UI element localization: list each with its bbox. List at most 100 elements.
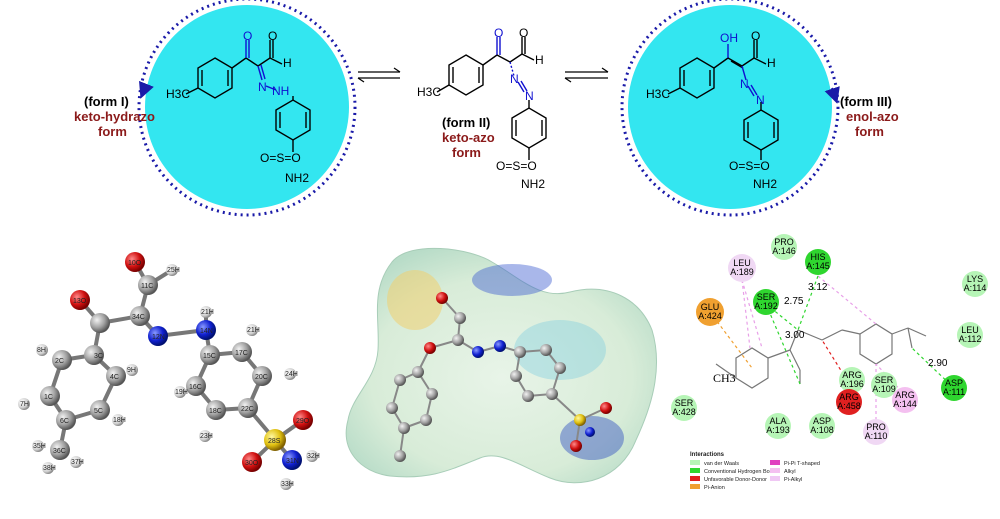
distance-label: 3.12 [808,282,828,293]
hydrogen-atom [42,462,54,474]
atom-label: 13O [73,298,87,305]
ligand-2d [715,323,927,389]
hydrogen-atom [36,344,48,356]
atom-oh: OH [720,31,738,45]
atom-label: 23H [200,433,213,440]
atom-label: 31N [286,458,299,465]
hydrogen-atom [70,456,82,468]
atom-n: N [510,72,519,86]
atom-label: 33H [281,481,294,488]
residue-node [765,413,791,439]
negative-region [387,270,443,330]
atom-n: N [525,89,534,103]
atom-ch3: H3C [417,85,441,99]
atom-o: O [243,29,252,43]
carbon-atom [510,370,522,382]
legend-swatch [770,460,780,465]
atom-label: 18C [209,408,222,415]
atom-label: 35H [33,443,46,450]
sulfur-atom [574,414,586,426]
oxygen-atom [293,410,313,430]
hydrogen-atom [32,440,44,452]
legend-label: Conventional Hydrogen Bond [704,469,776,475]
residue-node [671,395,697,421]
atom-label: 14N [200,328,213,335]
carbon-atom [452,334,464,346]
legend-swatch [690,460,700,465]
carbon-atom [200,345,220,365]
rotation-arrow [139,80,154,99]
atom-label: 22C [241,406,254,413]
form-name: (form III) [840,94,892,109]
atom-label: 17C [235,350,248,357]
highlight-circle [628,5,832,209]
atom-o-sulfonyl: O=S=O [729,159,770,173]
distance-label: 2.90 [928,358,948,369]
carbon-atom [398,422,410,434]
legend-swatch [770,476,780,481]
hydrogen-atom [18,398,30,410]
legend-label: van der Waals [704,461,739,467]
carbon-atom [540,344,552,356]
oxygen-atom [70,290,90,310]
nitrogen-atom [148,326,168,346]
atom-label: 37H [71,459,84,466]
carbon-atom [412,366,424,378]
distance-label: 3.00 [785,330,805,341]
atom-o-sulfonyl: O=S=O [496,159,537,173]
distance-labels: 2.75 3.12 3.00 2.90 [784,282,948,369]
form-name: (form I) [84,94,129,109]
atom-label: 4C [110,374,119,381]
nitrogen-atom [585,427,595,437]
oxygen-atom [600,402,612,414]
atom-o: O [519,26,528,40]
legend-swatch [690,484,700,489]
carbon-atom [90,400,110,420]
atom-label: 28S [268,438,281,445]
carbon-atom [252,366,272,386]
legend-label: Pi-Pi T-shaped [784,461,820,467]
dotted-ring [137,0,357,217]
carbon-atom [186,376,206,396]
residue-node [836,389,862,415]
legend-label: Pi-Alkyl [784,477,802,483]
ball-stick-model: 11C 34C 3C 2C 4C 1C 5C 6C 36C 12N 14N 15… [18,252,320,490]
atom-ch3: H3C [166,87,190,101]
hydrogen-atom [280,478,292,490]
atom-label: 11C [141,283,153,290]
mep-carbons [386,312,566,462]
atom-label: 5C [94,408,103,415]
atom-nh2: NH2 [521,177,545,191]
carbon-atom [420,414,432,426]
legend: Interactions van der Waals Conventional … [690,452,820,491]
residue-node [962,271,988,297]
carbon-atom [554,362,566,374]
atom-nh: NH [272,84,289,98]
atom-label: 2C [55,358,64,365]
carbon-atom [130,306,150,326]
atom-label: 7H [20,401,29,408]
atom-o-sulfonyl: O=S=O [260,151,301,165]
dotted-ring [620,0,840,217]
atom-nh2: NH2 [285,171,309,185]
legend-swatch [690,468,700,473]
residue-node [696,298,724,326]
atom-label: 12N [152,334,165,341]
residue-node [809,413,835,439]
carbon-atom [138,275,158,295]
equilibrium-arrow-2 [564,67,609,83]
legend-swatch [770,468,780,473]
residue-node [728,254,756,282]
hydrogen-atom [200,306,212,318]
structure-form-3 [667,40,779,160]
hydrogen-atom [174,386,186,398]
carbon-atom [40,386,60,406]
